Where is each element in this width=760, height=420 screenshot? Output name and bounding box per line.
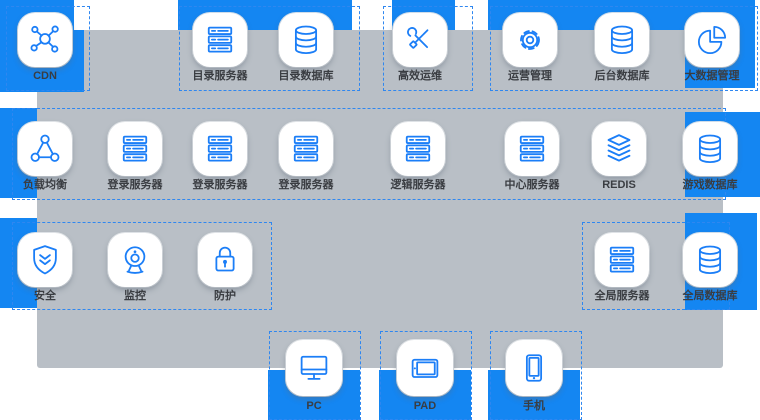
database-icon: [294, 25, 318, 55]
guard-label: 防护: [214, 290, 236, 302]
logic-server-tile[interactable]: [391, 122, 445, 176]
login-server-tile[interactable]: [108, 122, 162, 176]
server-icon: [122, 135, 148, 162]
guard-tile[interactable]: [198, 233, 252, 287]
monitor-label: 监控: [124, 290, 146, 302]
database-icon: [698, 134, 722, 164]
game-db-tile[interactable]: [683, 122, 737, 176]
global-server-label: 全局服务器: [594, 290, 650, 302]
tools-icon: [405, 25, 429, 49]
pc-label: PC: [306, 400, 322, 412]
server-icon: [519, 135, 545, 162]
server-icon: [207, 26, 233, 53]
center-server-label: 中心服务器: [504, 179, 560, 191]
management-tile[interactable]: [503, 13, 557, 67]
global-db-label: 全局数据库: [682, 290, 738, 302]
lock-icon: [215, 246, 235, 272]
redis-label: REDIS: [602, 179, 636, 191]
global-db-tile[interactable]: [683, 233, 737, 287]
tablet-icon: [411, 358, 439, 378]
directory-db-tile[interactable]: [279, 13, 333, 67]
region-directory: [179, 6, 360, 91]
pad-tile[interactable]: [397, 340, 453, 396]
backend-db-tile[interactable]: [595, 13, 649, 67]
ops-label: 高效运维: [398, 70, 442, 82]
center-server-tile[interactable]: [505, 122, 559, 176]
cdn-label: CDN: [33, 70, 57, 82]
shield-icon: [33, 245, 57, 275]
login-server-label: 登录服务器: [278, 179, 334, 191]
load-balancer-label: 负载均衡: [23, 179, 67, 191]
monitor-tile[interactable]: [108, 233, 162, 287]
redis-stack-icon: [607, 134, 631, 162]
region-cdn: [6, 6, 90, 91]
pie-chart-icon: [697, 25, 727, 55]
global-server-tile[interactable]: [595, 233, 649, 287]
region-ops: [383, 6, 473, 91]
load-balancer-tile[interactable]: [18, 122, 72, 176]
directory-server-label: 目录服务器: [192, 70, 248, 82]
region-management: [490, 6, 758, 91]
pad-label: PAD: [413, 400, 437, 412]
monitor-icon: [300, 355, 328, 380]
logic-server-label: 逻辑服务器: [390, 179, 446, 191]
load-balancer-icon: [30, 134, 60, 162]
cdn-network-icon: [30, 25, 59, 53]
database-icon: [610, 25, 634, 55]
login-server-tile[interactable]: [193, 122, 247, 176]
gear-icon: [518, 28, 542, 52]
login-server-label: 登录服务器: [192, 179, 248, 191]
security-tile[interactable]: [18, 233, 72, 287]
server-icon: [293, 135, 319, 162]
backend-db-label: 后台数据库: [594, 70, 650, 82]
database-icon: [698, 245, 722, 275]
region-security: [12, 222, 272, 310]
server-icon: [405, 135, 431, 162]
camera-icon: [124, 246, 146, 274]
ops-tile[interactable]: [393, 13, 447, 67]
directory-server-tile[interactable]: [193, 13, 247, 67]
phone-icon: [525, 354, 543, 382]
login-server-label: 登录服务器: [107, 179, 163, 191]
phone-tile[interactable]: [506, 340, 562, 396]
server-icon: [207, 135, 233, 162]
game-db-label: 游戏数据库: [682, 179, 738, 191]
cdn-tile[interactable]: [18, 13, 72, 67]
bigdata-tile[interactable]: [685, 13, 739, 67]
phone-label: 手机: [523, 400, 545, 412]
security-label: 安全: [34, 290, 56, 302]
bigdata-label: 大数据管理: [684, 70, 740, 82]
management-label: 运营管理: [508, 70, 552, 82]
login-server-tile[interactable]: [279, 122, 333, 176]
redis-tile[interactable]: [592, 122, 646, 176]
pc-tile[interactable]: [286, 340, 342, 396]
directory-db-label: 目录数据库: [278, 70, 334, 82]
server-icon: [609, 246, 635, 273]
